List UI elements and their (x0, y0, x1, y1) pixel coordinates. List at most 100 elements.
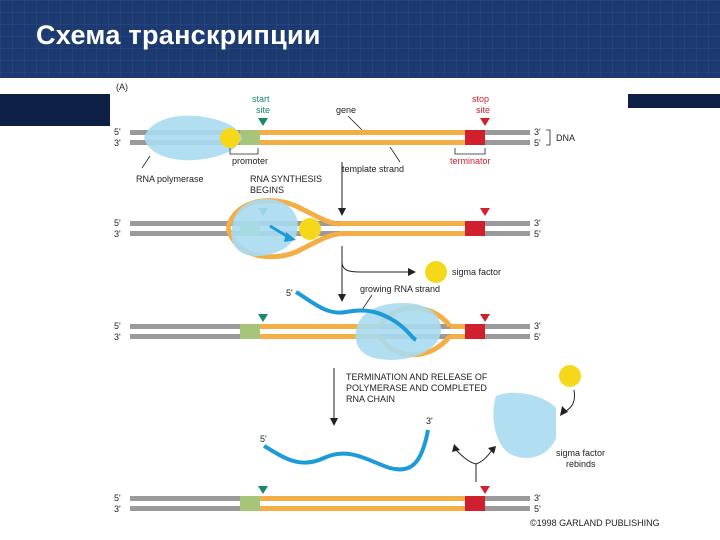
header-grid-pattern (0, 0, 720, 78)
end-5-2r: 5' (534, 229, 541, 239)
stop-site-marker-3 (480, 314, 490, 322)
end-3-4: 3' (114, 504, 121, 514)
sigma-release-arrow-head (408, 268, 416, 276)
promoter-label: promoter (232, 156, 268, 166)
end-5-3: 5' (114, 321, 121, 331)
step-arrow-1-head (338, 208, 346, 216)
rna-5-end-4: 5' (260, 434, 267, 444)
termination-line3: RNA CHAIN (346, 394, 395, 404)
terminator-label: terminator (450, 156, 491, 166)
start-site-label-line2: site (256, 105, 270, 115)
terminator-region-4 (465, 496, 485, 511)
sigma-rebind-arrow (563, 389, 575, 413)
sigma-factor-2 (299, 218, 321, 240)
promoter-bracket (229, 148, 259, 155)
sigma-rebinds-line2: rebinds (566, 459, 596, 469)
decorative-band-left (0, 94, 110, 126)
terminator-region-3 (465, 324, 485, 339)
panel-label: (A) (116, 82, 128, 92)
slide-title: Схема транскрипции (36, 20, 321, 50)
gene-template (260, 140, 465, 145)
end-3-1r: 3' (534, 127, 541, 137)
end-3-3r: 3' (534, 321, 541, 331)
slide-header: Схема транскрипции (0, 0, 720, 78)
termination-line1: TERMINATION AND RELEASE OF (346, 372, 488, 382)
stop-site-marker-2 (480, 208, 490, 216)
rna-polymerase-1 (144, 115, 242, 161)
dna-label: DNA (556, 133, 575, 143)
end-3-2: 3' (114, 229, 121, 239)
end-5-4r: 5' (534, 504, 541, 514)
gene-coding-3b (450, 324, 465, 329)
terminator-region (465, 130, 485, 145)
synthesis-begins-line2: BEGINS (250, 185, 284, 195)
polymerase-pointer (141, 155, 151, 169)
terminator-bracket (454, 148, 486, 155)
released-rna-polymerase (493, 392, 556, 459)
transcription-diagram: (A) start site gene stop site 5' 3' 3' 5… (110, 78, 660, 540)
gene-coding-3a (260, 324, 380, 329)
rna-polymerase-2 (231, 199, 298, 257)
start-site-marker (258, 118, 268, 126)
nascent-rna-2-head (284, 232, 296, 242)
stop-site-marker-4 (480, 486, 490, 494)
gene-coding-4 (260, 496, 465, 501)
gene-template-4 (260, 506, 465, 511)
stage-1: start site gene stop site 5' 3' 3' 5' DN… (114, 94, 575, 184)
gene-label: gene (336, 105, 356, 115)
stop-site-label-line2: site (476, 105, 490, 115)
end-3-2r: 3' (534, 218, 541, 228)
release-arrow-right-head (488, 446, 496, 454)
start-site-marker-3 (258, 314, 268, 322)
end-5-1: 5' (114, 127, 121, 137)
synthesis-begins-line1: RNA SYNTHESIS (250, 174, 322, 184)
end-5-4: 5' (114, 493, 121, 503)
rna-polymerase-3 (355, 303, 441, 360)
template-strand-pointer (389, 146, 401, 163)
completed-rna-chain (263, 429, 430, 472)
end-3-3: 3' (114, 332, 121, 342)
growing-rna-label: growing RNA strand (360, 284, 440, 294)
termination-line2: POLYMERASE AND COMPLETED (346, 383, 487, 393)
stop-site-marker (480, 118, 490, 126)
rebinding-sigma-factor (559, 365, 581, 387)
sigma-rebind-arrow-head (560, 406, 568, 416)
end-5-3r: 5' (534, 332, 541, 342)
stop-site-label-line1: stop (472, 94, 489, 104)
terminator-region-2 (465, 221, 485, 236)
start-site-marker-4 (258, 486, 268, 494)
gene-pointer (347, 115, 363, 131)
rna-3-end-4: 3' (426, 416, 433, 426)
step-arrow-2-head (338, 294, 346, 302)
decorative-band-right (628, 94, 720, 108)
stage-2: 5' 3' 3' 5' (114, 198, 541, 260)
copyright-label: ©1998 GARLAND PUBLISHING (530, 518, 660, 528)
end-3-4r: 3' (534, 493, 541, 503)
sigma-factor-label: sigma factor (452, 267, 501, 277)
promoter-region-3 (240, 324, 260, 339)
step-arrow-3-head (330, 418, 338, 426)
stage-4: 5' 3' 3' 5' (114, 486, 541, 514)
end-5-1r: 5' (534, 138, 541, 148)
dna-bracket (546, 129, 551, 146)
gene-coding-2 (340, 221, 465, 226)
template-strand-label: template strand (342, 164, 404, 174)
promoter-region-4 (240, 496, 260, 511)
released-sigma-factor (425, 261, 447, 283)
sigma-factor-1 (220, 128, 240, 148)
gene-coding (260, 130, 465, 135)
end-5-2: 5' (114, 218, 121, 228)
release-arrow-left-head (452, 444, 460, 452)
rna-5-end-3: 5' (286, 288, 293, 298)
start-site-label-line1: start (252, 94, 270, 104)
transcription-svg: (A) start site gene stop site 5' 3' 3' 5… (114, 82, 660, 528)
stage-3: 5' growing RNA strand 5' 3' 3' 5' (114, 284, 541, 360)
end-3-1: 3' (114, 138, 121, 148)
gene-template-2 (340, 231, 465, 236)
gene-template-3b (450, 334, 465, 339)
rna-polymerase-label: RNA polymerase (136, 174, 204, 184)
growing-rna-strand (294, 290, 418, 342)
growing-rna-pointer (361, 294, 373, 311)
promoter-region (240, 130, 260, 145)
release-arrow-right (475, 449, 493, 465)
